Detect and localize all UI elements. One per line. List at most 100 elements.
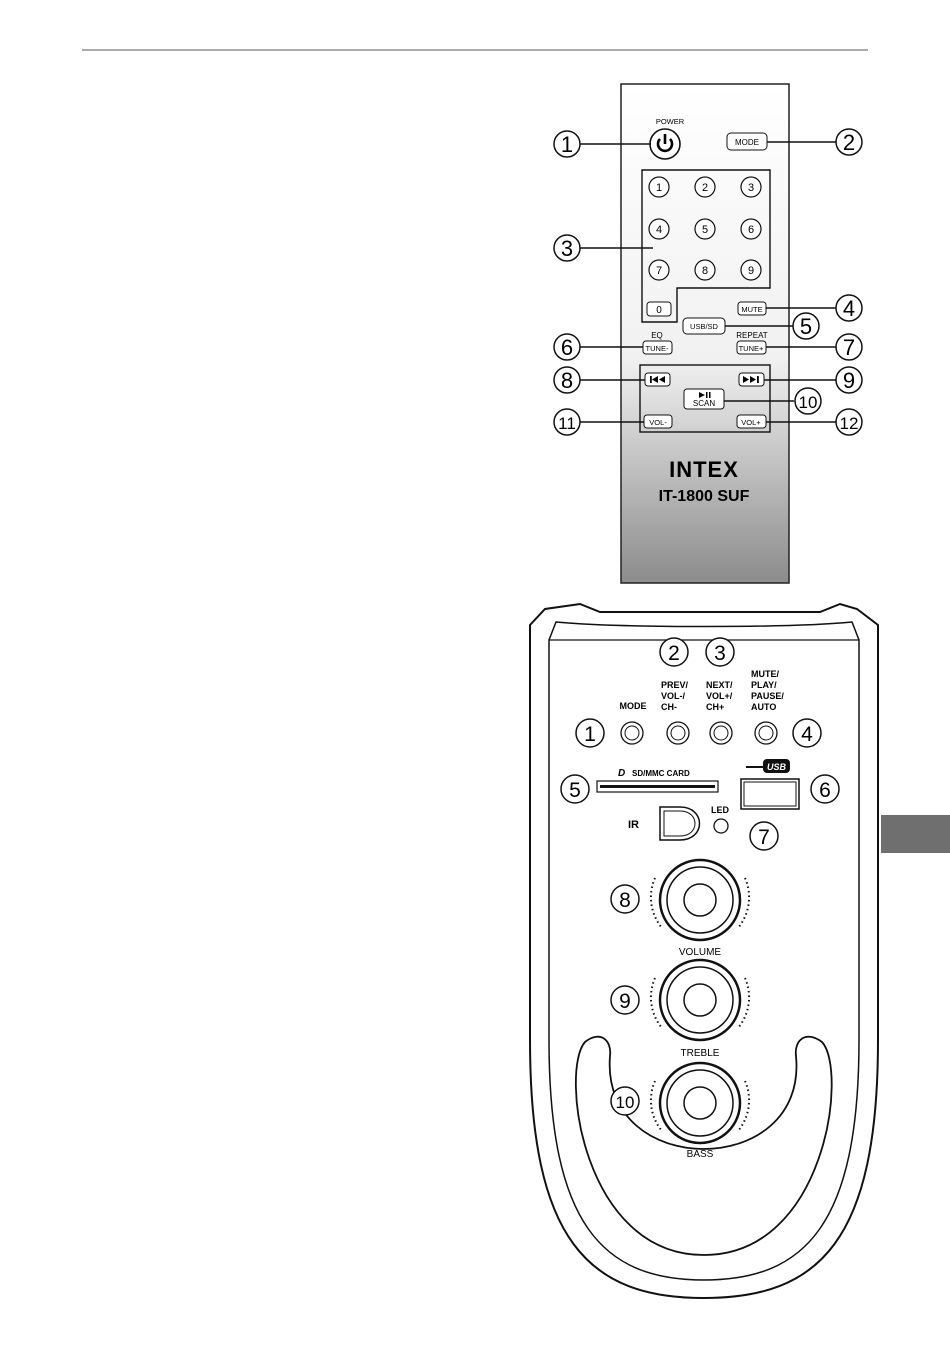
digit-button-7[interactable]: 7	[649, 260, 669, 280]
panel-prev-label-line: VOL-/	[661, 691, 685, 701]
panel-prev-label-line: PREV/	[661, 680, 689, 690]
usb-port[interactable]	[741, 779, 799, 809]
panel-callout-7: 7	[750, 822, 778, 850]
vol-minus-button[interactable]: VOL-	[644, 415, 672, 428]
digit-button-5[interactable]: 5	[695, 219, 715, 239]
power-label: POWER	[656, 117, 685, 126]
remote-callout-1: 1	[554, 131, 580, 157]
panel-callout-10: 10	[611, 1087, 639, 1115]
digit-label: 2	[702, 182, 708, 194]
callout-number: 7	[843, 335, 855, 360]
panel-callout-1: 1	[576, 719, 604, 747]
callout-number: 2	[843, 130, 855, 155]
panel-mute-button[interactable]	[755, 722, 777, 744]
panel-mute-label-line: PAUSE/	[751, 691, 784, 701]
panel-prev-button[interactable]	[667, 722, 689, 744]
remote-callout-2: 2	[836, 129, 862, 155]
remote-callout-5: 5	[793, 313, 819, 339]
panel-mute-label-line: AUTO	[751, 702, 776, 712]
mode-button-label: MODE	[735, 138, 759, 147]
scan-button-label: SCAN	[693, 399, 715, 408]
mute-button-label: MUTE	[741, 305, 762, 314]
front-panel: MODE PREV/ VOL-/ CH- NEXT/ VOL+/ CH+ MUT…	[530, 604, 878, 1298]
callout-number: 9	[619, 990, 631, 1013]
remote-callout-4: 4	[836, 295, 862, 321]
callout-number: 7	[758, 826, 770, 849]
tune-minus-button[interactable]: TUNE-	[643, 341, 672, 354]
digit-label: 1	[656, 182, 662, 194]
digit-label: 4	[656, 224, 662, 236]
keypad: 1 2 3 4 5 6 7 8 9	[649, 177, 761, 280]
remote-callout-3: 3	[554, 235, 580, 261]
digit-label: 5	[702, 224, 708, 236]
remote-callout-10: 10	[795, 388, 821, 414]
digit-label: 6	[748, 224, 754, 236]
brand-logo: INTEX	[669, 457, 739, 482]
digit-button-1[interactable]: 1	[649, 177, 669, 197]
panel-callout-6: 6	[811, 775, 839, 803]
vol-plus-button[interactable]: VOL+	[737, 415, 766, 428]
callout-number: 6	[819, 779, 831, 802]
callout-number: 1	[561, 132, 573, 157]
panel-next-label-line: NEXT/	[706, 680, 733, 690]
digit-label: 7	[656, 265, 662, 277]
digit-button-8[interactable]: 8	[695, 260, 715, 280]
callout-number: 10	[616, 1093, 635, 1112]
panel-mute-label-line: PLAY/	[751, 680, 777, 690]
panel-callout-5: 5	[561, 775, 589, 803]
eq-label: EQ	[651, 331, 663, 340]
tune-plus-button-label: TUNE+	[739, 344, 764, 353]
callout-number: 6	[561, 335, 573, 360]
callout-number: 8	[619, 889, 631, 912]
usb-label: USB	[767, 762, 787, 772]
next-track-button[interactable]	[739, 373, 764, 386]
panel-callout-9: 9	[611, 986, 639, 1014]
callout-number: 12	[840, 414, 859, 433]
digit-label: 3	[748, 182, 754, 194]
led-indicator	[714, 819, 728, 833]
digit-button-3[interactable]: 3	[741, 177, 761, 197]
panel-callout-4: 4	[793, 719, 821, 747]
led-label: LED	[711, 805, 730, 815]
ir-receiver	[660, 807, 700, 840]
treble-label: TREBLE	[681, 1048, 720, 1059]
repeat-label: REPEAT	[736, 331, 768, 340]
digit-button-9[interactable]: 9	[741, 260, 761, 280]
prev-track-button[interactable]	[645, 373, 670, 386]
callout-number: 4	[843, 296, 855, 321]
model-name: IT-1800 SUF	[659, 488, 750, 505]
digit-button-2[interactable]: 2	[695, 177, 715, 197]
panel-next-button[interactable]	[710, 722, 732, 744]
usb-sd-button-label: USB/SD	[690, 322, 719, 331]
callout-number: 4	[801, 723, 813, 746]
tune-minus-button-label: TUNE-	[646, 344, 669, 353]
panel-prev-label-line: CH-	[661, 702, 677, 712]
remote-callout-12: 12	[836, 409, 862, 435]
sd-card-label: SD/MMC CARD	[632, 769, 690, 778]
digit-button-4[interactable]: 4	[649, 219, 669, 239]
vol-plus-button-label: VOL+	[741, 418, 761, 427]
digit-button-0[interactable]: 0	[647, 302, 671, 316]
remote-callout-7: 7	[836, 334, 862, 360]
power-button[interactable]	[650, 129, 680, 159]
callout-number: 2	[668, 642, 680, 665]
play-pause-scan-button[interactable]: SCAN	[684, 389, 724, 409]
remote-callout-9: 9	[836, 367, 862, 393]
remote-callout-6: 6	[554, 334, 580, 360]
tune-plus-button[interactable]: TUNE+	[737, 341, 766, 354]
panel-mute-label-line: MUTE/	[751, 669, 779, 679]
digit-button-6[interactable]: 6	[741, 219, 761, 239]
sd-card-slot[interactable]	[597, 781, 718, 792]
callout-number: 10	[799, 393, 818, 412]
panel-mode-button[interactable]	[621, 722, 643, 744]
usb-sd-button[interactable]: USB/SD	[683, 318, 725, 334]
callout-number: 1	[584, 723, 596, 746]
panel-next-label-line: VOL+/	[706, 691, 733, 701]
panel-callout-2: 2	[660, 638, 688, 666]
callout-number: 5	[569, 779, 581, 802]
mode-button[interactable]: MODE	[727, 133, 767, 150]
volume-label: VOLUME	[679, 947, 722, 958]
mute-button[interactable]: MUTE	[738, 302, 766, 315]
callout-number: 8	[561, 368, 573, 393]
